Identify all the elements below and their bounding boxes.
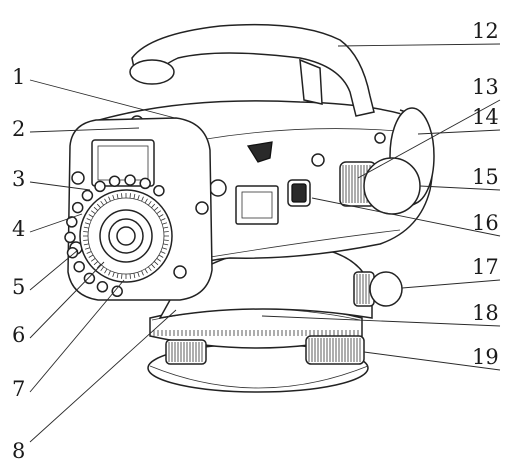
key-button	[64, 231, 76, 244]
leader-lines	[29, 43, 501, 443]
callout-19: 19	[472, 345, 499, 369]
callout-labels: 1 2 3 4 5 6 7 8 12 13 14 15 16 17 18 19	[12, 19, 499, 463]
callout-1: 1	[12, 65, 25, 89]
key-button	[71, 201, 84, 214]
foot-screw-right	[305, 335, 365, 365]
callout-14: 14	[472, 105, 499, 129]
key-button	[73, 260, 85, 273]
key-buttons	[64, 174, 165, 298]
key-button	[66, 246, 79, 259]
key-button	[153, 184, 165, 197]
callout-5: 5	[12, 275, 25, 299]
callout-7: 7	[12, 377, 25, 401]
key-button	[66, 216, 78, 228]
key-button	[81, 189, 94, 202]
callout-3: 3	[12, 167, 25, 191]
carry-handle	[129, 23, 375, 117]
callout-18: 18	[472, 301, 499, 325]
key-button	[94, 180, 106, 193]
callout-15: 15	[472, 165, 499, 189]
callout-12: 12	[472, 19, 499, 43]
callout-8: 8	[12, 439, 25, 463]
eyepiece-dial	[79, 189, 173, 283]
callout-17: 17	[472, 255, 499, 279]
callout-2: 2	[12, 117, 25, 141]
callout-4: 4	[12, 217, 25, 241]
key-button	[83, 272, 96, 285]
key-button	[124, 174, 136, 186]
callout-6: 6	[12, 323, 25, 347]
key-button	[111, 285, 123, 298]
key-button	[96, 281, 109, 293]
key-button	[108, 175, 121, 187]
bubble-window	[235, 179, 311, 225]
callout-13: 13	[472, 75, 499, 99]
body-lower-skirt	[158, 245, 373, 320]
key-button	[139, 177, 151, 190]
tangent-screw	[353, 271, 403, 307]
callout-16: 16	[472, 211, 499, 235]
foot-screw-left	[165, 339, 207, 365]
